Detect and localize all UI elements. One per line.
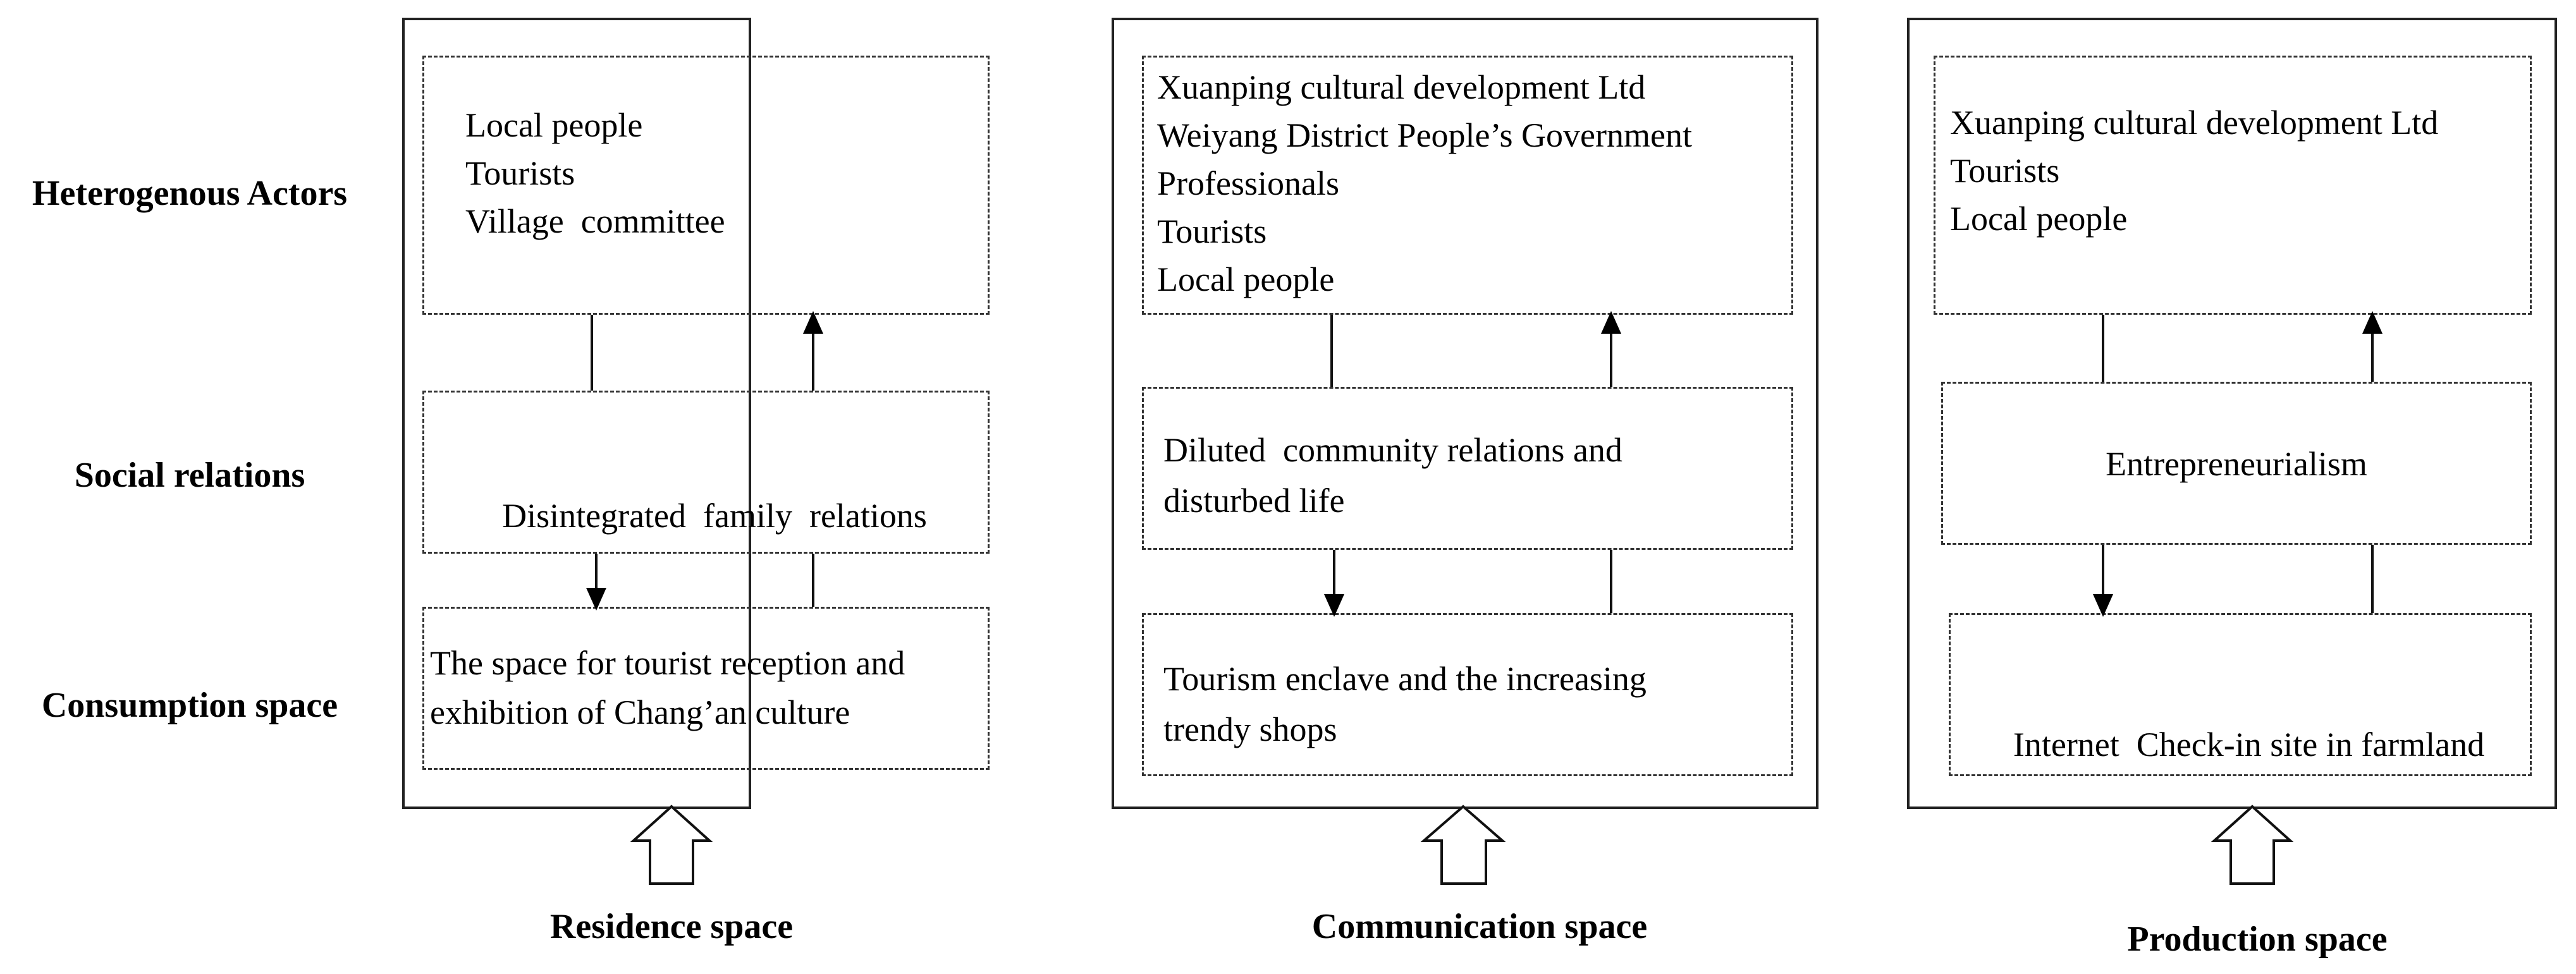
production-actor-1: Xuanping cultural development Ltd <box>1950 104 2439 142</box>
residence-social-box <box>422 391 990 554</box>
production-actor-2: Tourists <box>1950 152 2060 190</box>
row-label-consumption-space: Consumption space <box>41 686 338 725</box>
residence-actors-text: Local people Tourists Village committee <box>465 101 725 245</box>
panel-residence <box>402 18 751 809</box>
residence-actors-box <box>422 56 990 315</box>
caption-residence-space: Residence space <box>549 907 794 946</box>
row-label-heterogenous-actors: Heterogenous Actors <box>32 174 348 213</box>
residence-consumption-text: The space for tourist reception and exhi… <box>430 638 905 737</box>
production-social-text: Entrepreneurialism <box>1941 440 2532 488</box>
production-consumption-box <box>1949 613 2532 776</box>
production-actor-3: Local people <box>1950 200 2128 238</box>
residence-actor-1: Local people <box>465 106 643 144</box>
caption-communication-space: Communication space <box>1311 907 1648 946</box>
communication-consumption-text: Tourism enclave and the increasing trend… <box>1163 654 1647 755</box>
residence-actor-2: Tourists <box>465 154 575 192</box>
production-actors-text: Xuanping cultural development Ltd Touris… <box>1950 99 2438 243</box>
caption-production-space: Production space <box>2127 920 2388 959</box>
production-actors-box <box>1934 56 2532 315</box>
communication-actor-1: Xuanping cultural development Ltd <box>1157 68 1646 106</box>
communication-actor-3: Professionals <box>1157 164 1339 202</box>
communication-actor-5: Local people <box>1157 260 1335 298</box>
communication-block-arrow-icon <box>1420 805 1506 885</box>
communication-actors-box <box>1142 56 1793 315</box>
row-label-social-relations: Social relations <box>74 456 305 495</box>
production-consumption-line-1: Internet Check-in site in farmland <box>2013 726 2485 764</box>
residence-actor-3: Village committee <box>465 202 725 240</box>
communication-actor-4: Tourists <box>1157 212 1267 250</box>
residence-social-text: Disintegrated family relations <box>422 444 990 540</box>
communication-consumption-line-1: Tourism enclave and the increasing <box>1163 660 1647 698</box>
residence-social-line-1: Disintegrated family relations <box>502 497 927 535</box>
communication-social-line-1: Diluted community relations and <box>1163 431 1622 469</box>
residence-consumption-box <box>422 607 990 770</box>
production-block-arrow-icon <box>2211 805 2294 885</box>
communication-social-text: Diluted community relations and disturbe… <box>1163 425 1622 526</box>
communication-actor-2: Weiyang District People’s Government <box>1157 116 1692 154</box>
production-social-line-1: Entrepreneurialism <box>2106 445 2367 483</box>
production-social-box <box>1941 382 2532 545</box>
residence-consumption-line-2: exhibition of Chang’an culture <box>430 693 850 731</box>
communication-actors-text: Xuanping cultural development Ltd Weiyan… <box>1157 63 1692 303</box>
communication-consumption-box <box>1142 613 1793 776</box>
communication-social-box <box>1142 387 1793 550</box>
communication-consumption-line-2: trendy shops <box>1163 710 1337 748</box>
panel-production <box>1907 18 2557 809</box>
residence-block-arrow-icon <box>630 805 713 885</box>
production-consumption-text: Internet Check-in site in farmland <box>1949 673 2532 769</box>
communication-social-line-2: disturbed life <box>1163 482 1345 520</box>
residence-consumption-line-1: The space for tourist reception and <box>430 644 905 682</box>
